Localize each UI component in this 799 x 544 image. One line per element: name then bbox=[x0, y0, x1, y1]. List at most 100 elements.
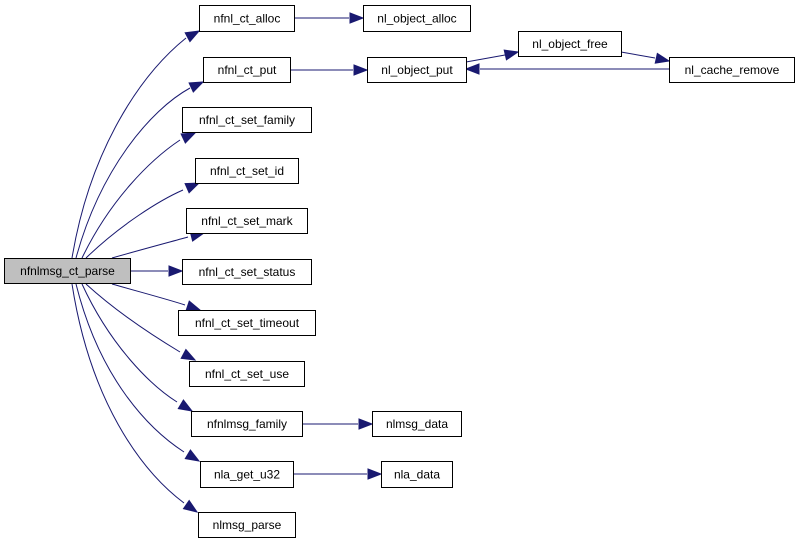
node-nl-object-alloc[interactable]: nl_object_alloc bbox=[363, 5, 471, 32]
node-label: nl_object_alloc bbox=[377, 12, 456, 26]
node-label: nfnlmsg_ct_parse bbox=[20, 264, 115, 278]
node-box[interactable] bbox=[178, 310, 316, 336]
node-box[interactable] bbox=[199, 5, 295, 32]
node-nfnlmsg-ct-parse[interactable]: nfnlmsg_ct_parse bbox=[4, 258, 131, 284]
node-nl-object-free[interactable]: nl_object_free bbox=[518, 31, 622, 57]
arrowhead-icon bbox=[177, 399, 194, 412]
edge-nl-object-put-to-nl-object-free bbox=[465, 49, 520, 63]
edge-nfnlmsg-family-to-nlmsg-data bbox=[302, 418, 374, 430]
edge-nfnlmsg-ct-parse-to-nfnl-ct-put bbox=[75, 81, 205, 259]
node-label: nfnl_ct_set_family bbox=[199, 113, 295, 127]
arrowhead-icon bbox=[367, 468, 383, 480]
node-label: nla_get_u32 bbox=[214, 468, 280, 482]
edge-line bbox=[75, 87, 191, 259]
node-nfnl-ct-set-use[interactable]: nfnl_ct_set_use bbox=[189, 361, 305, 387]
node-nfnl-ct-set-family[interactable]: nfnl_ct_set_family bbox=[182, 107, 312, 133]
node-box[interactable] bbox=[372, 411, 462, 437]
node-label: nfnlmsg_family bbox=[207, 417, 287, 431]
edge-nfnlmsg-ct-parse-to-nfnl-ct-set-timeout bbox=[111, 283, 202, 312]
edge-nla-get-u32-to-nla-data bbox=[293, 468, 383, 480]
node-label: nfnl_ct_put bbox=[218, 63, 277, 77]
arrowhead-icon bbox=[184, 449, 201, 462]
node-label: nfnl_ct_alloc bbox=[214, 12, 281, 26]
edge-nfnlmsg-ct-parse-to-nfnl-ct-set-use bbox=[85, 283, 197, 361]
node-label: nla_data bbox=[394, 468, 440, 482]
arrowhead-icon bbox=[184, 182, 201, 194]
arrowhead-icon bbox=[182, 499, 199, 513]
arrowhead-icon bbox=[168, 265, 184, 277]
node-box[interactable] bbox=[203, 57, 291, 83]
arrowhead-icon bbox=[654, 52, 671, 64]
edge-line bbox=[75, 283, 185, 453]
node-label: nlmsg_parse bbox=[213, 518, 282, 532]
node-label: nlmsg_data bbox=[386, 417, 448, 431]
edge-line bbox=[111, 236, 189, 259]
arrowhead-icon bbox=[185, 300, 202, 312]
edge-nfnlmsg-ct-parse-to-nfnl-ct-set-id bbox=[85, 182, 201, 259]
edge-nl-object-free-to-nl-cache-remove bbox=[620, 51, 671, 64]
node-box[interactable] bbox=[4, 258, 131, 284]
edge-nfnlmsg-ct-parse-to-nfnl-ct-alloc bbox=[71, 30, 201, 259]
edge-line bbox=[81, 139, 181, 259]
node-label: nl_object_free bbox=[532, 37, 608, 51]
node-box[interactable] bbox=[381, 461, 453, 488]
node-box[interactable] bbox=[200, 461, 294, 488]
edge-nfnl-ct-alloc-to-nl-object-alloc bbox=[294, 12, 365, 24]
node-nla-data[interactable]: nla_data bbox=[381, 461, 453, 488]
arrowhead-icon bbox=[180, 348, 197, 361]
node-nfnl-ct-set-status[interactable]: nfnl_ct_set_status bbox=[182, 259, 312, 285]
edge-line bbox=[85, 189, 184, 259]
edge-nfnl-ct-put-to-nl-object-put bbox=[290, 64, 369, 76]
edge-line bbox=[85, 283, 181, 353]
node-nla-get-u32[interactable]: nla_get_u32 bbox=[200, 461, 294, 488]
edge-nl-cache-remove-to-nl-object-put bbox=[464, 63, 669, 75]
node-label: nfnl_ct_set_use bbox=[205, 367, 289, 381]
node-box[interactable] bbox=[189, 361, 305, 387]
edges-layer bbox=[71, 12, 671, 513]
node-box[interactable] bbox=[186, 208, 308, 234]
node-label: nfnl_ct_set_id bbox=[210, 164, 284, 178]
node-nl-object-put[interactable]: nl_object_put bbox=[367, 57, 467, 83]
arrowhead-icon bbox=[503, 49, 520, 61]
node-box[interactable] bbox=[198, 512, 296, 538]
node-box[interactable] bbox=[195, 158, 299, 184]
node-nfnl-ct-put[interactable]: nfnl_ct_put bbox=[203, 57, 291, 83]
edge-nfnlmsg-ct-parse-to-nlmsg-parse bbox=[71, 283, 199, 513]
node-label: nfnl_ct_set_status bbox=[199, 265, 296, 279]
node-box[interactable] bbox=[669, 57, 795, 83]
edge-line bbox=[620, 51, 656, 59]
node-label: nl_object_put bbox=[381, 63, 453, 77]
arrowhead-icon bbox=[188, 81, 205, 93]
arrowhead-icon bbox=[180, 132, 197, 144]
arrowhead-icon bbox=[349, 12, 365, 24]
node-nlmsg-parse[interactable]: nlmsg_parse bbox=[198, 512, 296, 538]
node-nfnl-ct-set-id[interactable]: nfnl_ct_set_id bbox=[195, 158, 299, 184]
node-box[interactable] bbox=[518, 31, 622, 57]
edge-nfnlmsg-ct-parse-to-nla-get-u32 bbox=[75, 283, 201, 462]
node-box[interactable] bbox=[367, 57, 467, 83]
arrowhead-icon bbox=[464, 63, 480, 75]
node-nl-cache-remove[interactable]: nl_cache_remove bbox=[669, 57, 795, 83]
edge-line bbox=[81, 283, 178, 403]
edge-nfnlmsg-ct-parse-to-nfnl-ct-set-family bbox=[81, 132, 197, 259]
node-nfnl-ct-alloc[interactable]: nfnl_ct_alloc bbox=[199, 5, 295, 32]
node-nfnl-ct-set-mark[interactable]: nfnl_ct_set_mark bbox=[186, 208, 308, 234]
node-nfnl-ct-set-timeout[interactable]: nfnl_ct_set_timeout bbox=[178, 310, 316, 336]
node-label: nl_cache_remove bbox=[685, 63, 780, 77]
node-box[interactable] bbox=[182, 259, 312, 285]
edge-nfnlmsg-ct-parse-to-nfnl-ct-set-mark bbox=[111, 230, 206, 259]
node-box[interactable] bbox=[191, 411, 303, 437]
node-nfnlmsg-family[interactable]: nfnlmsg_family bbox=[191, 411, 303, 437]
arrowhead-icon bbox=[184, 30, 201, 43]
edge-line bbox=[71, 283, 185, 504]
node-box[interactable] bbox=[363, 5, 471, 32]
node-nlmsg-data[interactable]: nlmsg_data bbox=[372, 411, 462, 437]
edge-nfnlmsg-ct-parse-to-nfnlmsg-family bbox=[81, 283, 194, 412]
node-label: nfnl_ct_set_timeout bbox=[195, 316, 300, 330]
nodes-layer: nfnlmsg_ct_parse nfnl_ct_alloc nl_object_a… bbox=[4, 5, 795, 538]
edge-nfnlmsg-ct-parse-to-nfnl-ct-set-status bbox=[130, 265, 184, 277]
node-label: nfnl_ct_set_mark bbox=[201, 214, 293, 228]
arrowhead-icon bbox=[358, 418, 374, 430]
edge-line bbox=[111, 283, 186, 306]
node-box[interactable] bbox=[182, 107, 312, 133]
